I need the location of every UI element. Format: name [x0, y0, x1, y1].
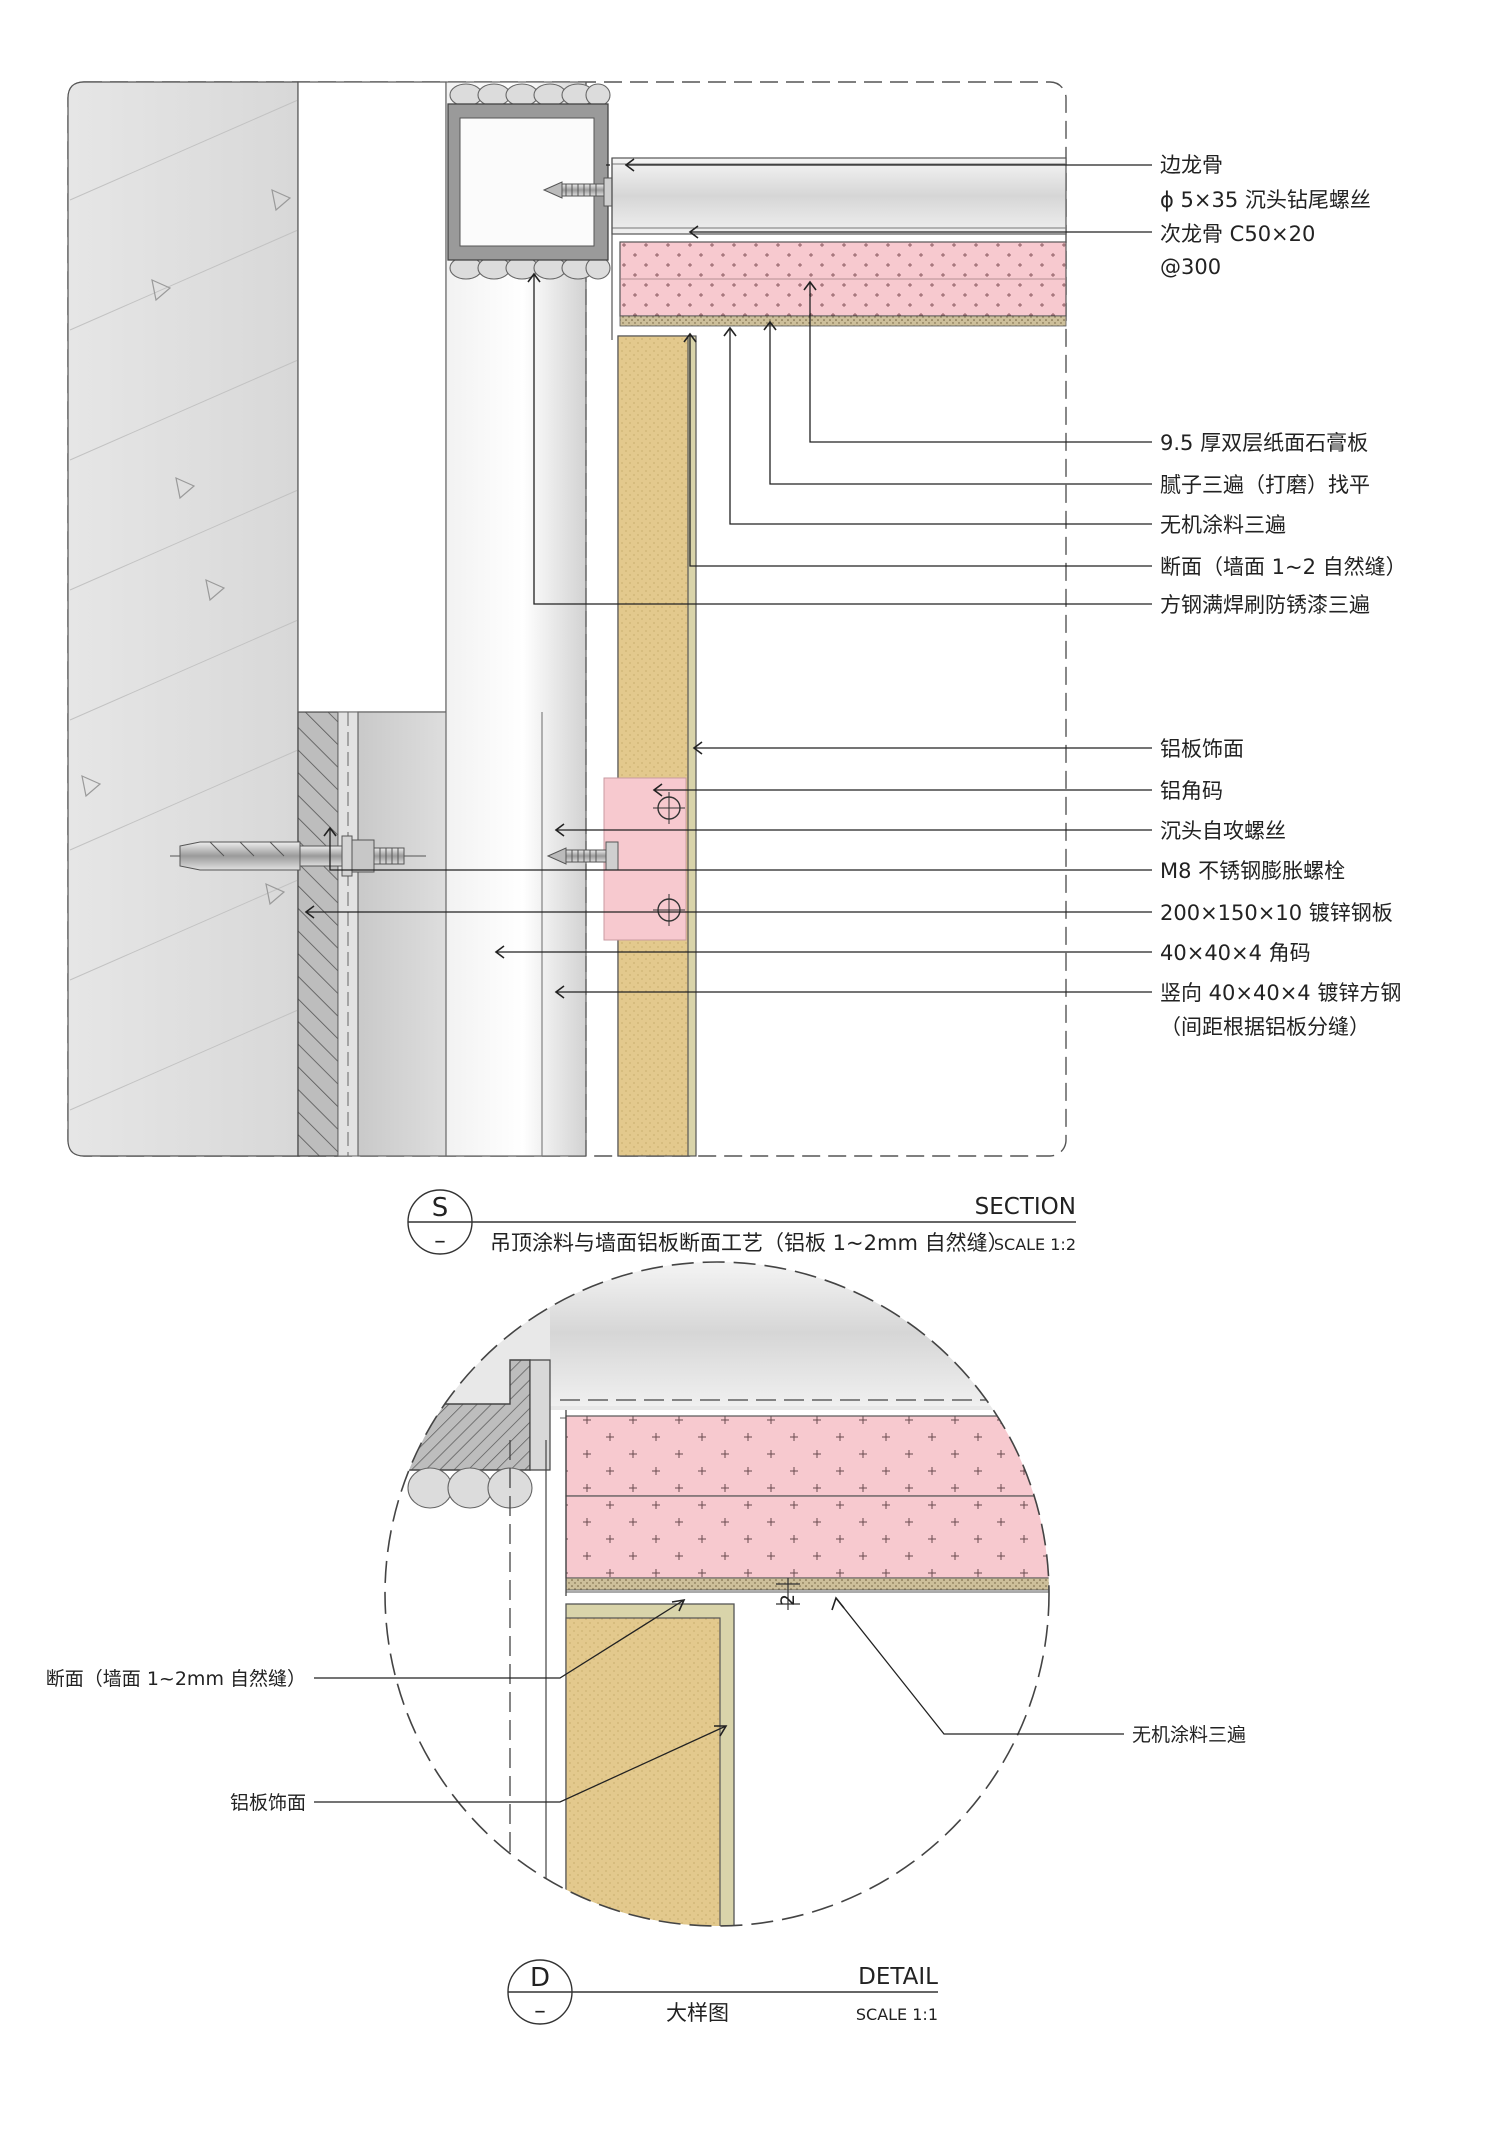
- aluminum-panel: [617, 335, 689, 1157]
- section-symbol-sub: –: [434, 1228, 446, 1254]
- label-secondary-keel: 次龙骨 C50×20: [1160, 222, 1315, 246]
- section-leaders: [304, 158, 1152, 999]
- bracket-screw-top: [653, 792, 685, 824]
- label-aluminum-panel: 铝板饰面: [1160, 737, 1244, 761]
- label-section-gap: 断面（墙面 1~2 自然缝）: [1160, 555, 1407, 579]
- section-title-block: S – SECTION 吊顶涂料与墙面铝板断面工艺（铝板 1~2mm 自然缝） …: [407, 1189, 1076, 1255]
- section-scale: SCALE 1:2: [994, 1235, 1076, 1254]
- detail-symbol-letter: D: [530, 1963, 550, 1993]
- label-aluminum-bracket: 铝角码: [1160, 779, 1223, 803]
- label-angle: 40×40×4 角码: [1160, 941, 1311, 965]
- bracket-screw-bottom: [653, 894, 685, 926]
- label-drill-screw: ϕ 5×35 沉头钻尾螺丝: [1160, 188, 1371, 212]
- wall-plaster-strip: [297, 711, 339, 1157]
- detail-label-inorganic-paint: 无机涂料三遍: [1132, 1724, 1246, 1746]
- label-steel-plate: 200×150×10 镀锌钢板: [1160, 901, 1393, 925]
- label-inorganic-paint: 无机涂料三遍: [1160, 513, 1286, 537]
- section-symbol-letter: S: [432, 1193, 449, 1223]
- detail-leaders: [314, 1596, 1124, 1803]
- label-self-tapping-screw: 沉头自攻螺丝: [1160, 819, 1286, 843]
- aggregate-marks: [81, 188, 292, 906]
- detail-circle-content: [385, 1262, 1049, 1926]
- putty-layer: [619, 315, 1067, 327]
- detail-drawing: 2 断面（墙面 1~2mm 自然缝） 铝板饰面 无机涂料三遍 D – DETAI…: [46, 1261, 1246, 2025]
- section-title: 吊顶涂料与墙面铝板断面工艺（铝板 1~2mm 自然缝）: [490, 1231, 1009, 1255]
- concrete-wall: [67, 81, 299, 1157]
- section-heading: SECTION: [975, 1194, 1076, 1220]
- label-keel-spacing: @300: [1160, 255, 1221, 279]
- m8-expansion-bolt: [170, 835, 426, 877]
- label-vertical-steel: 竖向 40×40×4 镀锌方钢: [1160, 981, 1401, 1005]
- edge-runner-inner: [459, 117, 595, 247]
- detail-heading: DETAIL: [858, 1964, 938, 1990]
- detail-label-section-gap: 断面（墙面 1~2mm 自然缝）: [46, 1668, 306, 1690]
- detail-label-aluminum-panel: 铝板饰面: [230, 1792, 306, 1814]
- countersunk-self-tapping-screw: [546, 841, 619, 871]
- label-putty: 腻子三遍（打磨）找平: [1160, 473, 1370, 497]
- section-labels: 边龙骨 ϕ 5×35 沉头钻尾螺丝 次龙骨 C50×20 @300 9.5 厚双…: [1160, 153, 1407, 1039]
- gap-dimension-value: 2: [777, 1594, 799, 1606]
- detail-scale: SCALE 1:1: [856, 2005, 938, 2024]
- detail-title-block: D – DETAIL 大样图 SCALE 1:1: [507, 1959, 938, 2025]
- secondary-keel: [611, 157, 1067, 235]
- label-expansion-bolt: M8 不锈钢膨胀螺栓: [1160, 859, 1345, 883]
- upper-void: [297, 81, 447, 713]
- detail-circle-outline: [384, 1261, 1050, 1927]
- label-vertical-steel-note: （间距根据铝板分缝）: [1160, 1015, 1370, 1039]
- label-gypsum-board: 9.5 厚双层纸面石膏板: [1160, 431, 1368, 455]
- label-edge-runner: 边龙骨: [1160, 153, 1223, 177]
- section-drawing: 边龙骨 ϕ 5×35 沉头钻尾螺丝 次龙骨 C50×20 @300 9.5 厚双…: [67, 81, 1407, 1255]
- detail-symbol-sub: –: [534, 1998, 546, 2024]
- detail-title: 大样图: [666, 2001, 729, 2025]
- wall-hatch: [69, 99, 299, 1111]
- gap-dimension: 2: [776, 1578, 800, 1610]
- detail-labels: 断面（墙面 1~2mm 自然缝） 铝板饰面 无机涂料三遍: [46, 1668, 1246, 1814]
- label-square-steel-weld: 方钢满焊刷防锈漆三遍: [1160, 593, 1370, 617]
